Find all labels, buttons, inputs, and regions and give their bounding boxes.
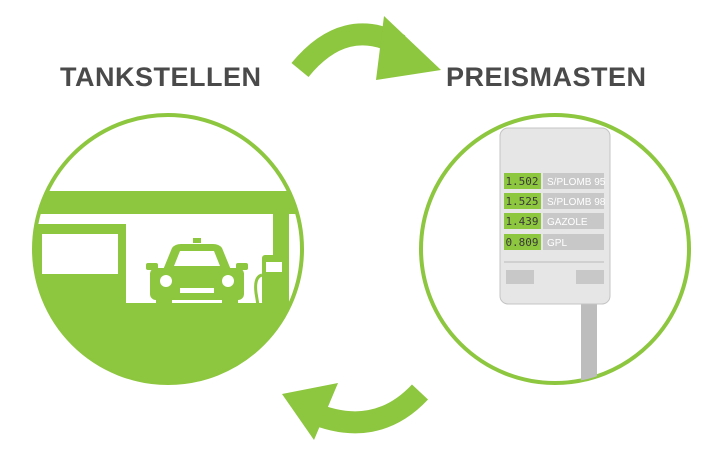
price-value: 1.525 bbox=[505, 195, 538, 208]
sign-panel bbox=[576, 270, 604, 284]
price-row: 1.525 S/PLOMB 98 bbox=[504, 193, 606, 209]
fuel-name: GAZOLE bbox=[547, 217, 588, 228]
price-value: 1.502 bbox=[505, 175, 538, 188]
label-tankstellen: TANKSTELLEN bbox=[60, 62, 262, 92]
fuel-name: GPL bbox=[547, 238, 567, 249]
price-value: 1.439 bbox=[505, 215, 538, 228]
fuel-name: S/PLOMB 95 bbox=[547, 177, 606, 188]
price-sign-icon: 1.502 S/PLOMB 95 1.525 S/PLOMB 98 1.439 … bbox=[419, 113, 691, 385]
sign-panel bbox=[506, 270, 534, 284]
label-preismasten: PREISMASTEN bbox=[446, 62, 647, 92]
fuel-name: S/PLOMB 98 bbox=[547, 197, 606, 208]
gas-station-icon bbox=[32, 113, 304, 385]
curved-arrow-left-icon bbox=[282, 383, 429, 440]
curved-arrow-right-icon bbox=[291, 16, 441, 80]
price-row: 1.439 GAZOLE bbox=[504, 213, 604, 229]
price-value: 0.809 bbox=[505, 236, 538, 249]
price-row: 1.502 S/PLOMB 95 bbox=[504, 173, 606, 189]
sign-pole bbox=[581, 303, 597, 383]
price-row: 0.809 GPL bbox=[504, 234, 604, 250]
car-icon bbox=[146, 238, 248, 316]
